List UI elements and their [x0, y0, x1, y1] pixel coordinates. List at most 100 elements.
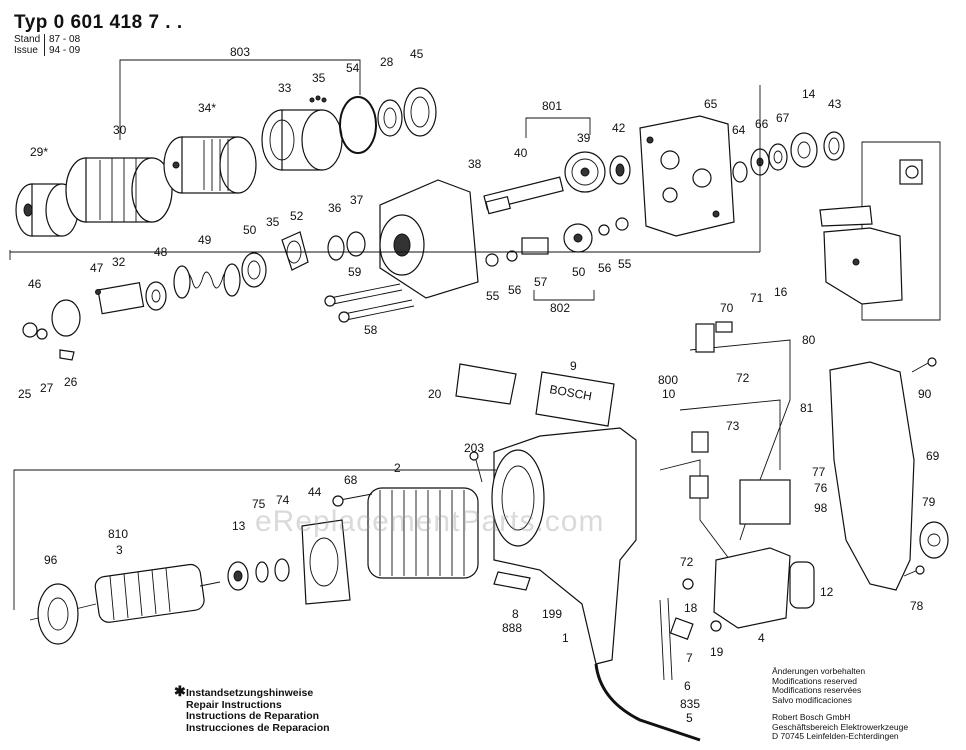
callout-36: 36 [328, 201, 342, 215]
callout-68: 68 [344, 473, 358, 487]
callout-7: 7 [686, 651, 693, 665]
repair-fr: Instructions de Reparation [186, 710, 320, 722]
callout-56b: 56 [598, 261, 612, 275]
callout-96: 96 [44, 553, 58, 567]
callout-35b: 35 [266, 215, 280, 229]
callout-199: 199 [542, 607, 562, 621]
switch-and-wiring [659, 141, 941, 640]
mods-en: Modifications reserved [772, 675, 858, 686]
issue-value: 94 - 09 [44, 45, 81, 56]
callout-76: 76 [814, 481, 828, 495]
callout-labels: 803 33 35 54 28 45 34* 30 29* 801 40 39 … [18, 45, 940, 725]
callout-72b: 72 [680, 555, 694, 569]
callout-32: 32 [112, 255, 126, 269]
repair-instructions: ✱ Instandsetzungshinweise Repair Instruc… [174, 684, 330, 734]
callout-71: 71 [750, 291, 764, 305]
company-address: D 70745 Leinfelden-Echterdingen [772, 731, 899, 742]
callout-10: 10 [662, 387, 676, 401]
callout-64: 64 [732, 123, 746, 137]
watermark: eReplacementParts.com [255, 505, 605, 538]
callout-19: 19 [710, 645, 724, 659]
callout-34: 34* [198, 101, 216, 115]
callout-35: 35 [312, 71, 326, 85]
callout-27: 27 [40, 381, 54, 395]
callout-25: 25 [18, 387, 32, 401]
callout-49: 49 [198, 233, 212, 247]
motor-housing: BOSCH [13, 357, 949, 742]
callout-42: 42 [612, 121, 626, 135]
callout-203: 203 [464, 441, 484, 455]
callout-18: 18 [684, 601, 698, 615]
company-division: Geschäftsbereich Elektrowerkzeuge [772, 721, 909, 732]
callout-2: 2 [394, 461, 401, 475]
repair-es: Instrucciones de Reparacion [186, 721, 330, 734]
callout-800: 800 [658, 373, 678, 387]
repair-en: Repair Instructions [186, 698, 282, 711]
callout-45: 45 [410, 47, 424, 61]
callout-810: 810 [108, 527, 128, 541]
callout-79: 79 [922, 495, 936, 509]
callout-26: 26 [64, 375, 78, 389]
callout-81: 81 [800, 401, 814, 415]
callout-33: 33 [278, 81, 292, 95]
callout-67: 67 [776, 111, 790, 125]
callout-50: 50 [243, 223, 257, 237]
callout-9: 9 [570, 359, 577, 373]
callout-72: 72 [736, 371, 750, 385]
callout-69: 69 [926, 449, 940, 463]
callout-57: 57 [534, 275, 548, 289]
callout-44: 44 [308, 485, 322, 499]
callout-48: 48 [154, 245, 168, 259]
callout-55: 55 [486, 289, 500, 303]
callout-802: 802 [550, 301, 570, 315]
callout-39: 39 [577, 131, 591, 145]
callout-3: 3 [116, 543, 123, 557]
callout-98: 98 [814, 501, 828, 515]
gear-housing-assembly [9, 85, 845, 361]
callout-54: 54 [346, 61, 360, 75]
callout-29: 29* [30, 145, 48, 159]
callout-835: 835 [680, 697, 700, 711]
callout-40: 40 [514, 146, 528, 160]
callout-74: 74 [276, 493, 290, 507]
callout-16: 16 [774, 285, 788, 299]
asterisk-icon: ✱ [174, 683, 186, 699]
callout-4: 4 [758, 631, 765, 645]
callout-50b: 50 [572, 265, 586, 279]
type-number: Typ 0 601 418 7 . . [14, 12, 183, 33]
callout-20: 20 [428, 387, 442, 401]
callout-55b: 55 [618, 257, 632, 271]
modifications-note: Änderungen vorbehalten Modifications res… [772, 666, 865, 705]
repair-de: Instandsetzungshinweise [186, 687, 314, 699]
callout-28: 28 [380, 55, 394, 69]
callout-37: 37 [350, 193, 364, 207]
callout-52: 52 [290, 209, 304, 223]
callout-1: 1 [562, 631, 569, 645]
callout-8: 8 [512, 607, 519, 621]
callout-5: 5 [686, 711, 693, 725]
callout-78: 78 [910, 599, 924, 613]
callout-38: 38 [468, 157, 482, 171]
callout-70: 70 [720, 301, 734, 315]
callout-66: 66 [755, 117, 769, 131]
callout-801: 801 [542, 99, 562, 113]
callout-43: 43 [828, 97, 842, 111]
callout-888: 888 [502, 621, 522, 635]
callout-6: 6 [684, 679, 691, 693]
callout-30: 30 [113, 123, 127, 137]
callout-75: 75 [252, 497, 266, 511]
callout-77: 77 [812, 465, 826, 479]
callout-46: 46 [28, 277, 42, 291]
callout-56: 56 [508, 283, 522, 297]
callout-59: 59 [348, 265, 362, 279]
callout-73: 73 [726, 419, 740, 433]
callout-65: 65 [704, 97, 718, 111]
stand-label: Stand [14, 34, 41, 45]
issue-label: Issue [14, 45, 38, 56]
chuck-assembly [15, 59, 437, 237]
company-name: Robert Bosch GmbH [772, 712, 851, 722]
mods-fr: Modifications reservées [772, 685, 862, 696]
